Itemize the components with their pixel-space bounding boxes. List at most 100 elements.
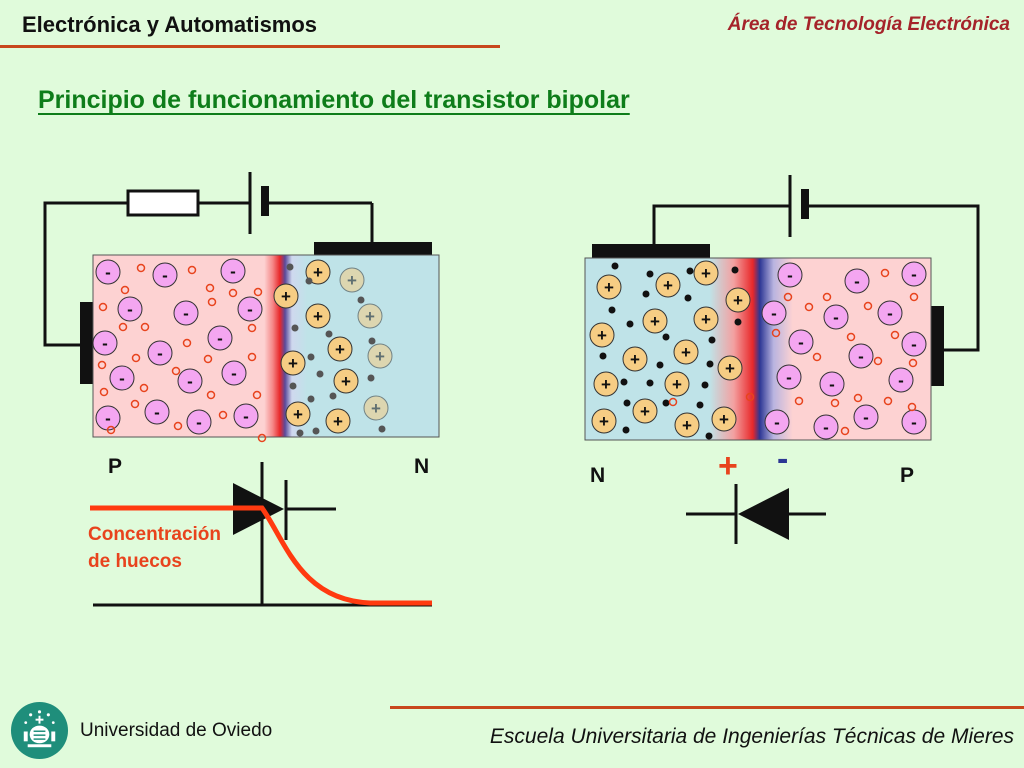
negative-ion: - [92, 330, 118, 356]
negative-ion: - [823, 304, 849, 330]
svg-text:+: + [725, 359, 735, 378]
electron [708, 336, 716, 344]
negative-ion: - [237, 296, 263, 322]
hole [783, 292, 793, 302]
electron [662, 333, 670, 341]
electron [706, 360, 714, 368]
svg-text:-: - [105, 263, 111, 282]
svg-text:-: - [798, 333, 804, 352]
positive-ion: + [596, 274, 622, 300]
hole [257, 433, 267, 443]
left-p-contact [80, 302, 93, 384]
right-n-label: N [590, 464, 605, 487]
positive-ion: + [305, 259, 331, 285]
svg-text:-: - [183, 304, 189, 323]
positive-ion: + [591, 408, 617, 434]
electron [620, 378, 628, 386]
department-name: Área de Tecnología Electrónica [727, 14, 1010, 35]
positive-ion: + [673, 339, 699, 365]
negative-ion: - [776, 364, 802, 390]
electron [611, 262, 619, 270]
electron [368, 337, 376, 345]
hole [171, 366, 181, 376]
electron [357, 296, 365, 304]
negative-ion: - [761, 300, 787, 326]
hole [830, 398, 840, 408]
hole [247, 352, 257, 362]
hole [136, 263, 146, 273]
electron [307, 395, 315, 403]
hole [187, 265, 197, 275]
hole [106, 425, 116, 435]
electron [705, 432, 713, 440]
svg-text:-: - [162, 266, 168, 285]
svg-text:-: - [119, 369, 125, 388]
hole [182, 338, 192, 348]
negative-ion: - [147, 340, 173, 366]
hole [131, 353, 141, 363]
hole [771, 328, 781, 338]
negative-ion: - [853, 404, 879, 430]
svg-text:-: - [102, 334, 108, 353]
negative-ion: - [888, 367, 914, 393]
hole [812, 352, 822, 362]
hole [880, 268, 890, 278]
svg-text:-: - [157, 344, 163, 363]
electron [312, 427, 320, 435]
electron [646, 270, 654, 278]
negative-ion: - [95, 259, 121, 285]
negative-ion: - [177, 368, 203, 394]
hole [97, 360, 107, 370]
svg-text:-: - [154, 403, 160, 422]
positive-ion: + [305, 303, 331, 329]
svg-text:-: - [858, 347, 864, 366]
positive-ion: + [285, 401, 311, 427]
svg-text:+: + [601, 375, 611, 394]
svg-text:+: + [701, 310, 711, 329]
svg-text:+: + [701, 264, 711, 283]
course-title: Electrónica y Automatismos [22, 12, 318, 37]
svg-text:-: - [911, 265, 917, 284]
hole [907, 402, 917, 412]
svg-text:-: - [771, 304, 777, 323]
depletion-plus-sign: + [718, 447, 738, 485]
positive-ion: + [325, 408, 351, 434]
hole [253, 287, 263, 297]
school-name: Escuela Universitaria de Ingenierías Téc… [489, 725, 1014, 748]
hole [218, 410, 228, 420]
electron [296, 429, 304, 437]
right-p-label: P [900, 464, 914, 487]
hole [853, 393, 863, 403]
svg-text:-: - [786, 368, 792, 387]
electron [656, 361, 664, 369]
svg-text:+: + [375, 347, 385, 366]
electron [686, 267, 694, 275]
electron [622, 426, 630, 434]
electron [329, 392, 337, 400]
electron [307, 353, 315, 361]
positive-ion: + [642, 308, 668, 334]
svg-text:+: + [597, 326, 607, 345]
positive-ion: + [632, 398, 658, 424]
right-carriers: ++++++++++++++++---------------- [589, 260, 927, 440]
left-n-label: N [414, 455, 429, 478]
electron [378, 425, 386, 433]
university-name: Universidad de Oviedo [80, 720, 273, 741]
electron [623, 399, 631, 407]
hole [203, 354, 213, 364]
positive-ion: + [711, 406, 737, 432]
hole [205, 283, 215, 293]
positive-ion: + [664, 371, 690, 397]
svg-text:-: - [774, 413, 780, 432]
curve-label-line2: de huecos [88, 551, 182, 572]
electron [646, 379, 654, 387]
svg-text:+: + [733, 291, 743, 310]
svg-text:+: + [663, 276, 673, 295]
footer-divider [390, 706, 1024, 709]
svg-text:+: + [682, 416, 692, 435]
hole [130, 399, 140, 409]
positive-ion: + [725, 287, 751, 313]
positive-ion: + [693, 306, 719, 332]
positive-ion: + [273, 283, 299, 309]
hole [873, 356, 883, 366]
